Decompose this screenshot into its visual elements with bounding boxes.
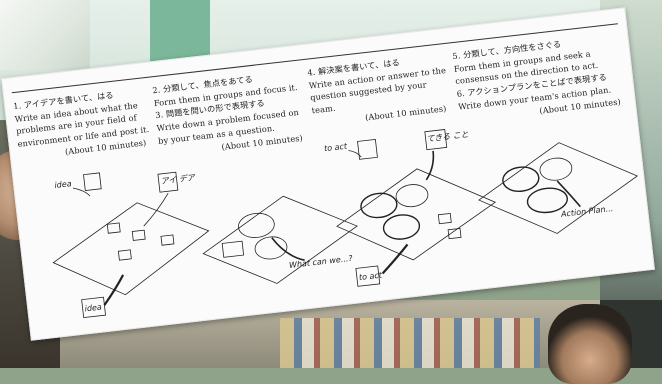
sketch-note-c (160, 234, 175, 246)
sketch-group-3a (360, 192, 398, 219)
background-bookshelf (280, 318, 540, 368)
sketch-arrow-4 (556, 180, 581, 208)
sketch-arrow-1b (143, 193, 169, 227)
label-action-plan: Action Plan... (560, 204, 614, 219)
background-window (0, 0, 90, 70)
sketch-note-to-act-bottom (355, 265, 381, 287)
label-to-act: to act (324, 142, 349, 154)
sketch-arrow-2 (271, 237, 305, 261)
sketch-arrow-1c (103, 274, 125, 306)
sketch-note-3b (447, 227, 462, 240)
sketch-group-2b (254, 236, 288, 260)
sketch-board-3 (336, 168, 497, 261)
sketch-group-2a (238, 212, 275, 238)
label-idea-top: idea (54, 179, 72, 190)
label-to-act-bottom: to act (358, 270, 383, 282)
sketch-arrow-1a (72, 187, 91, 197)
label-jp-idea: アイ デア (160, 173, 196, 186)
sketch-board-2 (202, 195, 358, 284)
sketch-note-a (106, 222, 121, 234)
sketch-note-idea-bottom (81, 296, 106, 319)
sketch-group-4c (526, 187, 569, 214)
sketch-note-idea-top (83, 172, 102, 192)
step-column-1: 1. アイデアを書いて、はる Write an idea about what … (13, 85, 153, 163)
sketch-group-4a (502, 166, 540, 193)
sketch-group-4b (539, 157, 573, 181)
sketch-group-3b (395, 184, 429, 208)
label-what-can-we: What can we...? (289, 254, 354, 270)
sketch-note-to-act (357, 138, 378, 160)
sketch-arrow-3a (348, 150, 362, 158)
sketch-note-b (131, 229, 146, 241)
step-column-3: 4. 解決案を書いて、はる Write an action or answer … (307, 51, 453, 130)
sketch-arrow-3b (425, 150, 435, 181)
label-jp-to-act: てきる こと (426, 130, 469, 144)
sketch-note-d (117, 249, 132, 261)
label-idea-bottom: idea (84, 302, 102, 313)
sketch-board-4 (478, 142, 639, 234)
instruction-sheet: 1. アイデアを書いて、はる Write an idea about what … (1, 7, 655, 341)
sketch-note-2 (221, 240, 245, 258)
sketch-group-3c (382, 214, 421, 240)
right-person-head (548, 304, 632, 384)
sketch-board-1 (52, 202, 210, 296)
process-sketches: idea アイ デア idea to act てきる こと to act Wha… (52, 129, 639, 319)
sketch-note-3a (437, 212, 452, 225)
sketch-note-jp-to-act (424, 129, 448, 151)
sketch-arrow-3c (381, 243, 409, 275)
sketch-note-jp-idea (157, 171, 179, 193)
